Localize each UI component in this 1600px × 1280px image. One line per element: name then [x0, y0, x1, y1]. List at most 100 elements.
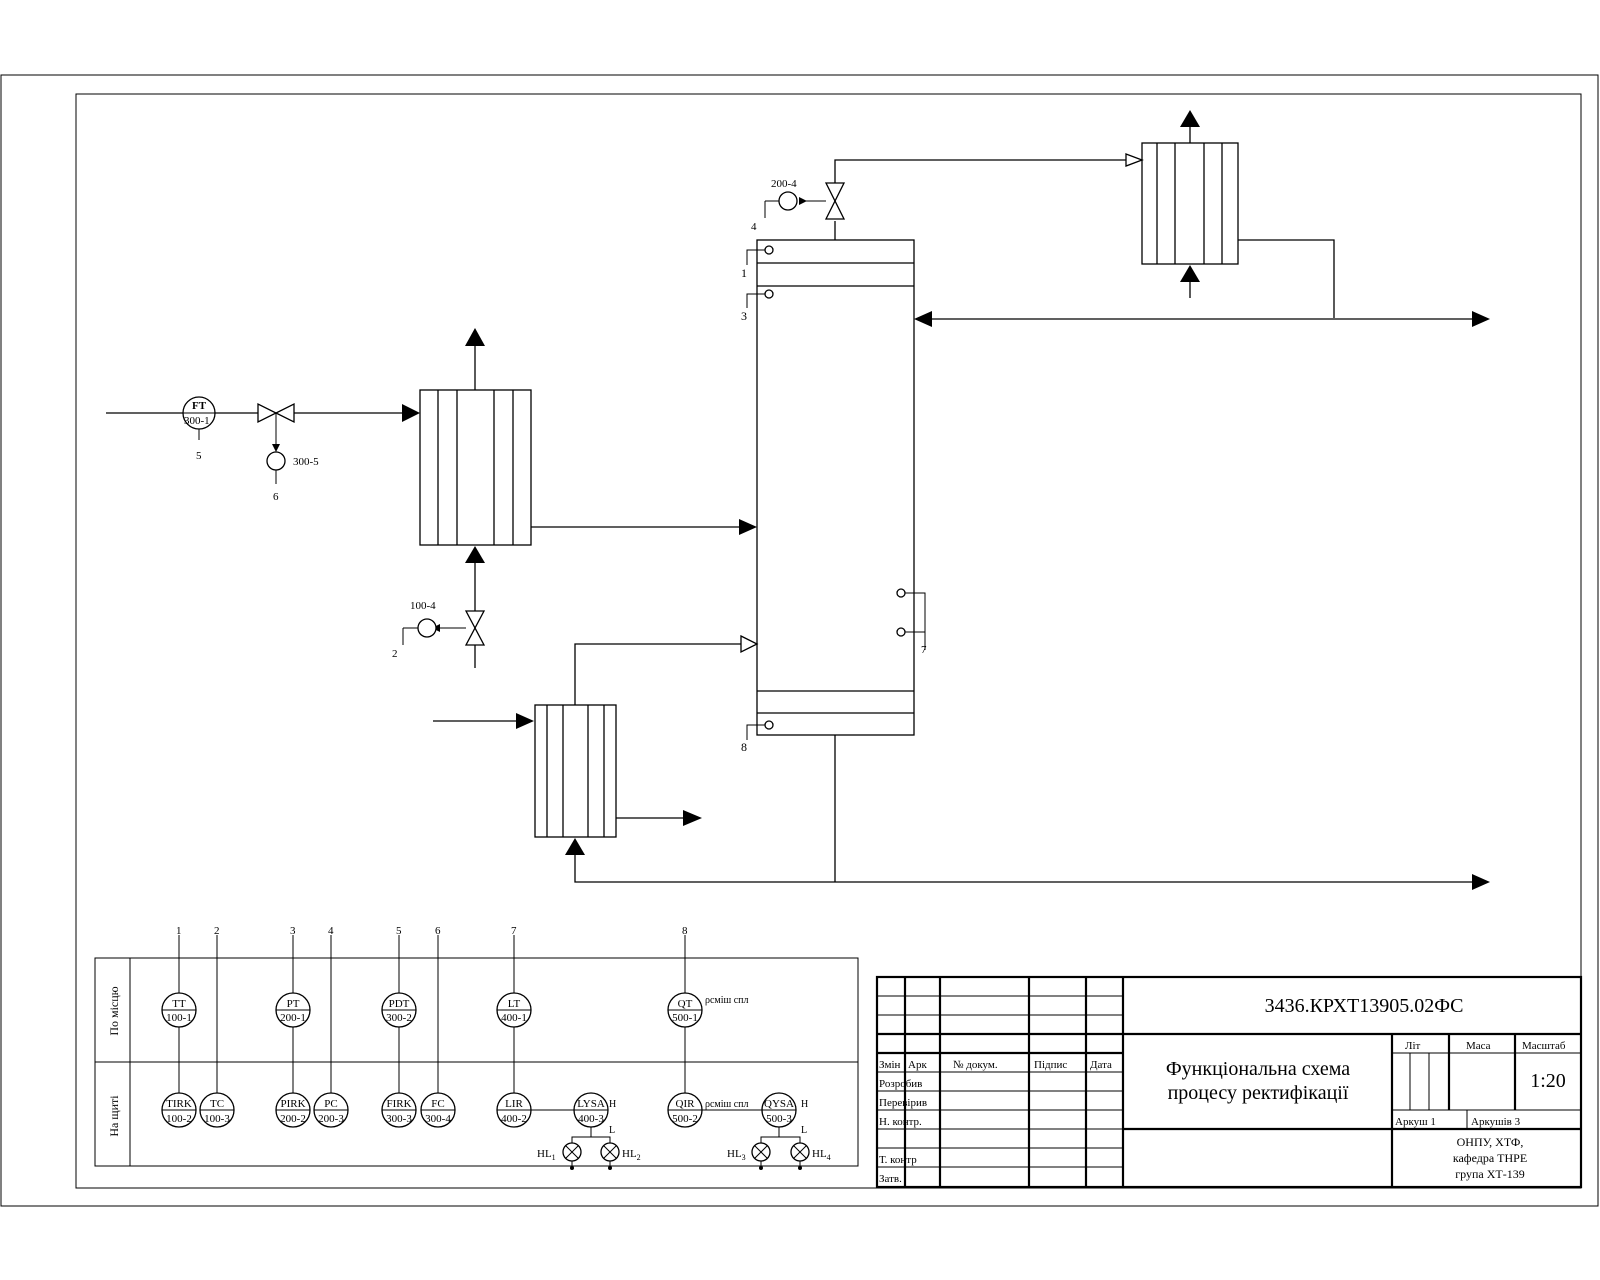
lysa-l: L	[609, 1125, 615, 1136]
board-num-6: 300-4	[425, 1113, 451, 1125]
act-300-5-label: 300-5	[293, 456, 319, 468]
local-code-5: QT	[678, 998, 693, 1010]
drawing-title-2: процесу ректифікації	[1168, 1082, 1349, 1104]
lysa-h: H	[609, 1099, 616, 1110]
line-number-1: 1	[176, 925, 182, 937]
local-num-1: 100-1	[166, 1012, 192, 1024]
board-code-10: QYSA	[764, 1098, 794, 1110]
reflux-line	[914, 311, 1490, 327]
sheet-label: Аркуш 1	[1395, 1116, 1436, 1128]
board-code-7: LIR	[505, 1098, 523, 1110]
panel-top-numbers: 1 2 3 4 5 6 7 8	[176, 925, 688, 937]
local-code-3: PDT	[389, 998, 410, 1010]
board-num-4: 200-3	[318, 1113, 344, 1125]
board-code-6: FC	[431, 1098, 444, 1110]
row-tcontrol: Т. контр	[879, 1154, 917, 1166]
line-number-2: 2	[214, 925, 220, 937]
instrument-panel	[94, 957, 859, 1167]
local-code-2: PT	[287, 998, 300, 1010]
line-number-3: 3	[290, 925, 296, 937]
row-approved: Затв.	[879, 1173, 902, 1185]
sheets-label: Аркушів 3	[1471, 1116, 1521, 1128]
act-100-4-line-label: 2	[392, 648, 398, 660]
condenser	[1141, 110, 1335, 318]
col-doc: № докум.	[953, 1059, 998, 1071]
local-num-4: 400-1	[501, 1012, 527, 1024]
col-tap-7-label: 7	[921, 644, 927, 656]
board-num-8: 400-3	[578, 1113, 604, 1125]
feed-line	[106, 396, 420, 484]
board-code-4: PC	[324, 1098, 337, 1110]
org-line-3: група ХТ-139	[1455, 1167, 1525, 1181]
board-code-1: TIRK	[166, 1098, 192, 1110]
panel-row-local: По місцю	[107, 986, 121, 1035]
title-block	[875, 975, 1583, 1189]
col-ark: Арк	[908, 1059, 927, 1071]
doc-number: 3436.КРХТ13905.02ФС	[1265, 995, 1464, 1017]
qysa-h: H	[801, 1099, 808, 1110]
inner-frame	[75, 93, 1582, 1189]
panel-row-board: На щиті	[107, 1095, 121, 1137]
board-instruments	[161, 1092, 797, 1128]
board-num-5: 300-3	[386, 1113, 412, 1125]
col-tap-8-label: 8	[741, 740, 747, 754]
row-ncontrol: Н. контр.	[879, 1116, 922, 1128]
qysa-l: L	[801, 1125, 807, 1136]
org-line-2: кафедра ТНРЕ	[1453, 1151, 1527, 1165]
feed-heater	[402, 328, 757, 668]
board-num-1: 100-2	[166, 1113, 192, 1125]
reboiler	[433, 634, 1490, 890]
local-code-4: LT	[508, 998, 521, 1010]
board-code-9: QIR	[676, 1098, 696, 1110]
line-number-7: 7	[511, 925, 517, 937]
lit-label: Літ	[1405, 1040, 1421, 1052]
col-zmin: Змін	[879, 1059, 901, 1071]
qt-note: ρсміш спл	[705, 995, 749, 1006]
hl4-label: HL4	[812, 1148, 831, 1162]
col-date: Дата	[1090, 1059, 1112, 1071]
mass-label: Маса	[1466, 1040, 1491, 1052]
drawing-title-1: Функціональна схема	[1166, 1058, 1350, 1080]
board-code-2: TC	[210, 1098, 224, 1110]
local-num-2: 200-1	[280, 1012, 306, 1024]
board-num-10: 500-3	[766, 1113, 792, 1125]
board-num-3: 200-2	[280, 1113, 306, 1125]
row-developed: Розробив	[879, 1078, 922, 1090]
row-checked: Перевірив	[879, 1097, 927, 1109]
act-100-4-label: 100-4	[410, 600, 436, 612]
line-number-4: 4	[328, 925, 334, 937]
line-number-5: 5	[396, 925, 402, 937]
qir-note: ρсміш спл	[705, 1099, 749, 1110]
hl2-label: HL2	[622, 1148, 641, 1162]
board-num-7: 400-2	[501, 1113, 527, 1125]
hl1-label: HL1	[537, 1148, 556, 1162]
ft-line-label: 5	[196, 450, 202, 462]
hl3-label: HL3	[727, 1148, 746, 1162]
alarm-lamps	[562, 1127, 810, 1170]
scale-value: 1:20	[1530, 1070, 1566, 1092]
col-tap-1-label: 1	[741, 266, 747, 280]
board-num-2: 100-3	[204, 1113, 230, 1125]
local-code-1: TT	[172, 998, 186, 1010]
board-num-9: 500-2	[672, 1113, 698, 1125]
scale-label: Масштаб	[1522, 1040, 1566, 1052]
line-number-8: 8	[682, 925, 688, 937]
col-sign: Підпис	[1034, 1059, 1067, 1071]
act-200-4-label: 200-4	[771, 178, 797, 190]
board-code-3: PIRK	[280, 1098, 305, 1110]
line-number-6: 6	[435, 925, 441, 937]
act-300-5-line-label: 6	[273, 491, 279, 503]
distillation-column	[746, 239, 926, 740]
local-num-5: 500-1	[672, 1012, 698, 1024]
local-instruments	[161, 992, 703, 1028]
outer-frame	[0, 74, 1599, 1207]
org-line-1: ОНПУ, ХТФ,	[1457, 1135, 1524, 1149]
ft-num: 300-1	[184, 415, 210, 427]
local-num-3: 300-2	[386, 1012, 412, 1024]
vapor-line	[764, 153, 1144, 240]
col-tap-3-label: 3	[741, 309, 747, 323]
board-code-8: LYSA	[577, 1098, 605, 1110]
board-code-5: FIRK	[386, 1098, 411, 1110]
act-200-4-line-label: 4	[751, 221, 757, 233]
